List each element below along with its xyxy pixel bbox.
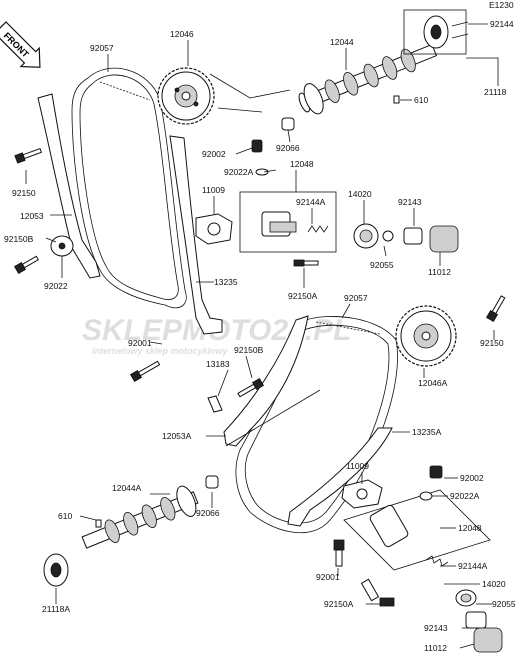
label-12053: 12053 bbox=[20, 211, 44, 221]
bearing-92066 bbox=[281, 117, 295, 131]
leader-lines bbox=[25, 23, 499, 649]
washer-92022a-top bbox=[255, 168, 269, 176]
sprocket-bottom bbox=[395, 305, 457, 367]
label-92150-2: 92150 bbox=[480, 338, 504, 348]
dowel-pin-610 bbox=[393, 95, 400, 104]
label-92150b: 92150B bbox=[4, 234, 34, 244]
label-92144: 92144 bbox=[490, 19, 514, 29]
bolt-92150a-bottom bbox=[360, 578, 395, 607]
label-92144a: 92144A bbox=[296, 197, 326, 207]
label-92022a-2: 92022A bbox=[450, 491, 480, 501]
label-92143-2: 92143 bbox=[424, 623, 448, 633]
label-92055-2: 92055 bbox=[492, 599, 516, 609]
label-92150b-2: 92150B bbox=[234, 345, 264, 355]
bolt-92001-top bbox=[129, 360, 161, 383]
label-12046a: 12046A bbox=[418, 378, 448, 388]
label-92143: 92143 bbox=[398, 197, 422, 207]
bolt-92150b-top bbox=[13, 255, 40, 275]
sprocket-top bbox=[157, 67, 215, 125]
label-92066-2: 92066 bbox=[196, 508, 220, 518]
plug-92002-bottom bbox=[429, 465, 443, 479]
tensioner-parts-top bbox=[353, 223, 459, 253]
bolt-92150a-top bbox=[293, 259, 319, 267]
label-92150: 92150 bbox=[12, 188, 36, 198]
plug-92002-top bbox=[251, 139, 263, 153]
part-labels: 12046 92057 12044 92144 21118 610 92066 … bbox=[4, 19, 516, 653]
label-92055: 92055 bbox=[370, 260, 394, 270]
label-21118a: 21118A bbox=[42, 604, 70, 614]
label-92057b: 92057 bbox=[344, 293, 368, 303]
chain-guide-bottom bbox=[223, 315, 309, 447]
bolt-92150-top bbox=[14, 147, 42, 164]
watermark-tagline: internetowy sklep motocyklowy bbox=[92, 346, 229, 356]
label-92001: 92001 bbox=[128, 338, 152, 348]
label-92002: 92002 bbox=[202, 149, 226, 159]
label-14020-2: 14020 bbox=[482, 579, 506, 589]
bolt-92150b-bottom bbox=[237, 377, 265, 398]
cam-cap-21118a bbox=[43, 553, 69, 587]
label-12048: 12048 bbox=[290, 159, 314, 169]
tensioner-gasket-top bbox=[195, 213, 233, 245]
bracket-13183 bbox=[207, 395, 223, 413]
dowel-pin-610-bottom bbox=[95, 519, 102, 528]
tensioner-assembly-top bbox=[239, 191, 337, 253]
label-92066: 92066 bbox=[276, 143, 300, 153]
chain-tensioner-guide bbox=[169, 135, 223, 335]
label-12044: 12044 bbox=[330, 37, 354, 47]
chain-guide-left bbox=[37, 93, 101, 279]
label-13183: 13183 bbox=[206, 359, 230, 369]
label-92001-2: 92001 bbox=[316, 572, 340, 582]
label-92022: 92022 bbox=[44, 281, 68, 291]
label-13235: 13235 bbox=[214, 277, 238, 287]
label-610-2: 610 bbox=[58, 511, 72, 521]
tensioner-assembly-bottom bbox=[343, 489, 491, 571]
label-92150a: 92150A bbox=[288, 291, 318, 301]
label-92002-2: 92002 bbox=[460, 473, 484, 483]
label-92057: 92057 bbox=[90, 43, 114, 53]
label-92150a-2: 92150A bbox=[324, 599, 354, 609]
label-21118: 21118 bbox=[484, 87, 507, 97]
cam-cap-21118 bbox=[403, 9, 469, 55]
chain-tensioner-guide-bottom bbox=[287, 427, 393, 527]
tensioner-parts-bottom bbox=[455, 589, 503, 653]
front-arrow-icon: FRONT bbox=[0, 21, 41, 68]
label-92144a-2: 92144A bbox=[458, 561, 488, 571]
cam-chain-bottom bbox=[235, 316, 398, 534]
label-12046: 12046 bbox=[170, 29, 194, 39]
bolt-92001-bottom bbox=[333, 539, 345, 567]
tensioner-gasket-bottom bbox=[341, 479, 383, 509]
diagram-code: E1230 bbox=[489, 0, 514, 10]
label-11012: 11012 bbox=[428, 267, 451, 277]
camshaft-bottom bbox=[81, 485, 199, 549]
washer-92022a-bottom bbox=[419, 491, 433, 501]
label-610: 610 bbox=[414, 95, 428, 105]
bearing-92066-bottom bbox=[205, 475, 219, 489]
bolt-92150-right bbox=[485, 295, 506, 323]
label-11009-2: 11009 bbox=[346, 461, 369, 471]
label-13235a: 13235A bbox=[412, 427, 442, 437]
label-12053a: 12053A bbox=[162, 431, 192, 441]
label-92022a: 92022A bbox=[224, 167, 254, 177]
camshaft-top bbox=[298, 43, 438, 115]
label-11012-2: 11012 bbox=[424, 643, 447, 653]
label-12044a: 12044A bbox=[112, 483, 142, 493]
label-11009: 11009 bbox=[202, 185, 225, 195]
label-14020: 14020 bbox=[348, 189, 372, 199]
label-12048-2: 12048 bbox=[458, 523, 482, 533]
